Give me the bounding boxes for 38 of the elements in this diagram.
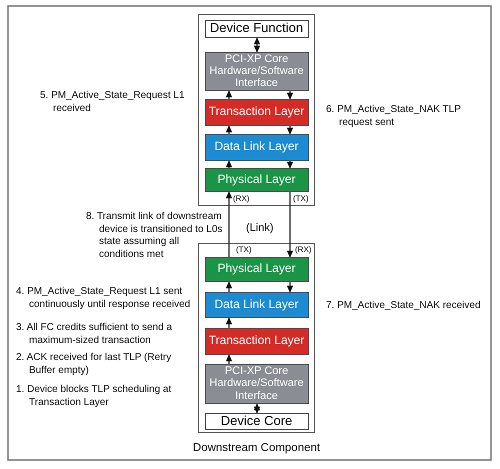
- layer-box: Physical Layer: [204, 256, 308, 282]
- note: 2. ACK received for last TLP (Retry Buffer empty): [16, 352, 172, 377]
- arrow: [226, 354, 232, 364]
- arrow: [226, 90, 232, 99]
- arrow: [254, 37, 260, 53]
- component-caption: Downstream Component: [192, 441, 322, 456]
- arrow: [286, 282, 294, 293]
- interface-box: PCI-XP Core Hardware/Software Interface: [204, 364, 308, 404]
- note: 1. Device blocks TLP scheduling at Transaction Layer: [16, 384, 172, 409]
- port-label: (RX): [233, 194, 250, 204]
- link-label: (Link): [246, 222, 275, 236]
- function-box: Device Function: [204, 20, 308, 38]
- function-box: Device Core: [204, 412, 308, 430]
- arrow: [286, 91, 294, 100]
- layer-box: Data Link Layer: [204, 292, 308, 318]
- component-frame: [198, 14, 315, 206]
- note: 6. PM_Active_State_NAK TLP request sent: [326, 104, 462, 129]
- port-label: (TX): [236, 245, 253, 255]
- arrow: [226, 281, 232, 292]
- layer-box: Transaction Layer: [204, 328, 308, 354]
- arrow: [286, 192, 294, 258]
- port-label: (TX): [293, 194, 310, 204]
- arrow: [226, 191, 232, 257]
- arrow: [226, 125, 232, 134]
- layer-box: Transaction Layer: [204, 98, 308, 126]
- port-label: (RX): [295, 245, 312, 255]
- note: 3. All FC credits sufficient to send a maximum-sized transaction: [16, 322, 174, 347]
- component-frame: [198, 243, 315, 433]
- arrow: [226, 317, 232, 328]
- arrow: [286, 161, 294, 169]
- interface-box: PCI-XP Core Hardware/Software Interface: [204, 52, 308, 90]
- arrow: [254, 403, 260, 414]
- arrow: [286, 126, 294, 135]
- note: 7. PM_Active_State_NAK received: [326, 300, 482, 312]
- layer-box: Physical Layer: [204, 168, 308, 192]
- arrow: [226, 160, 232, 168]
- layer-box: Data Link Layer: [204, 134, 308, 160]
- note: 5. PM_Active_State_Request L1 received: [40, 90, 186, 115]
